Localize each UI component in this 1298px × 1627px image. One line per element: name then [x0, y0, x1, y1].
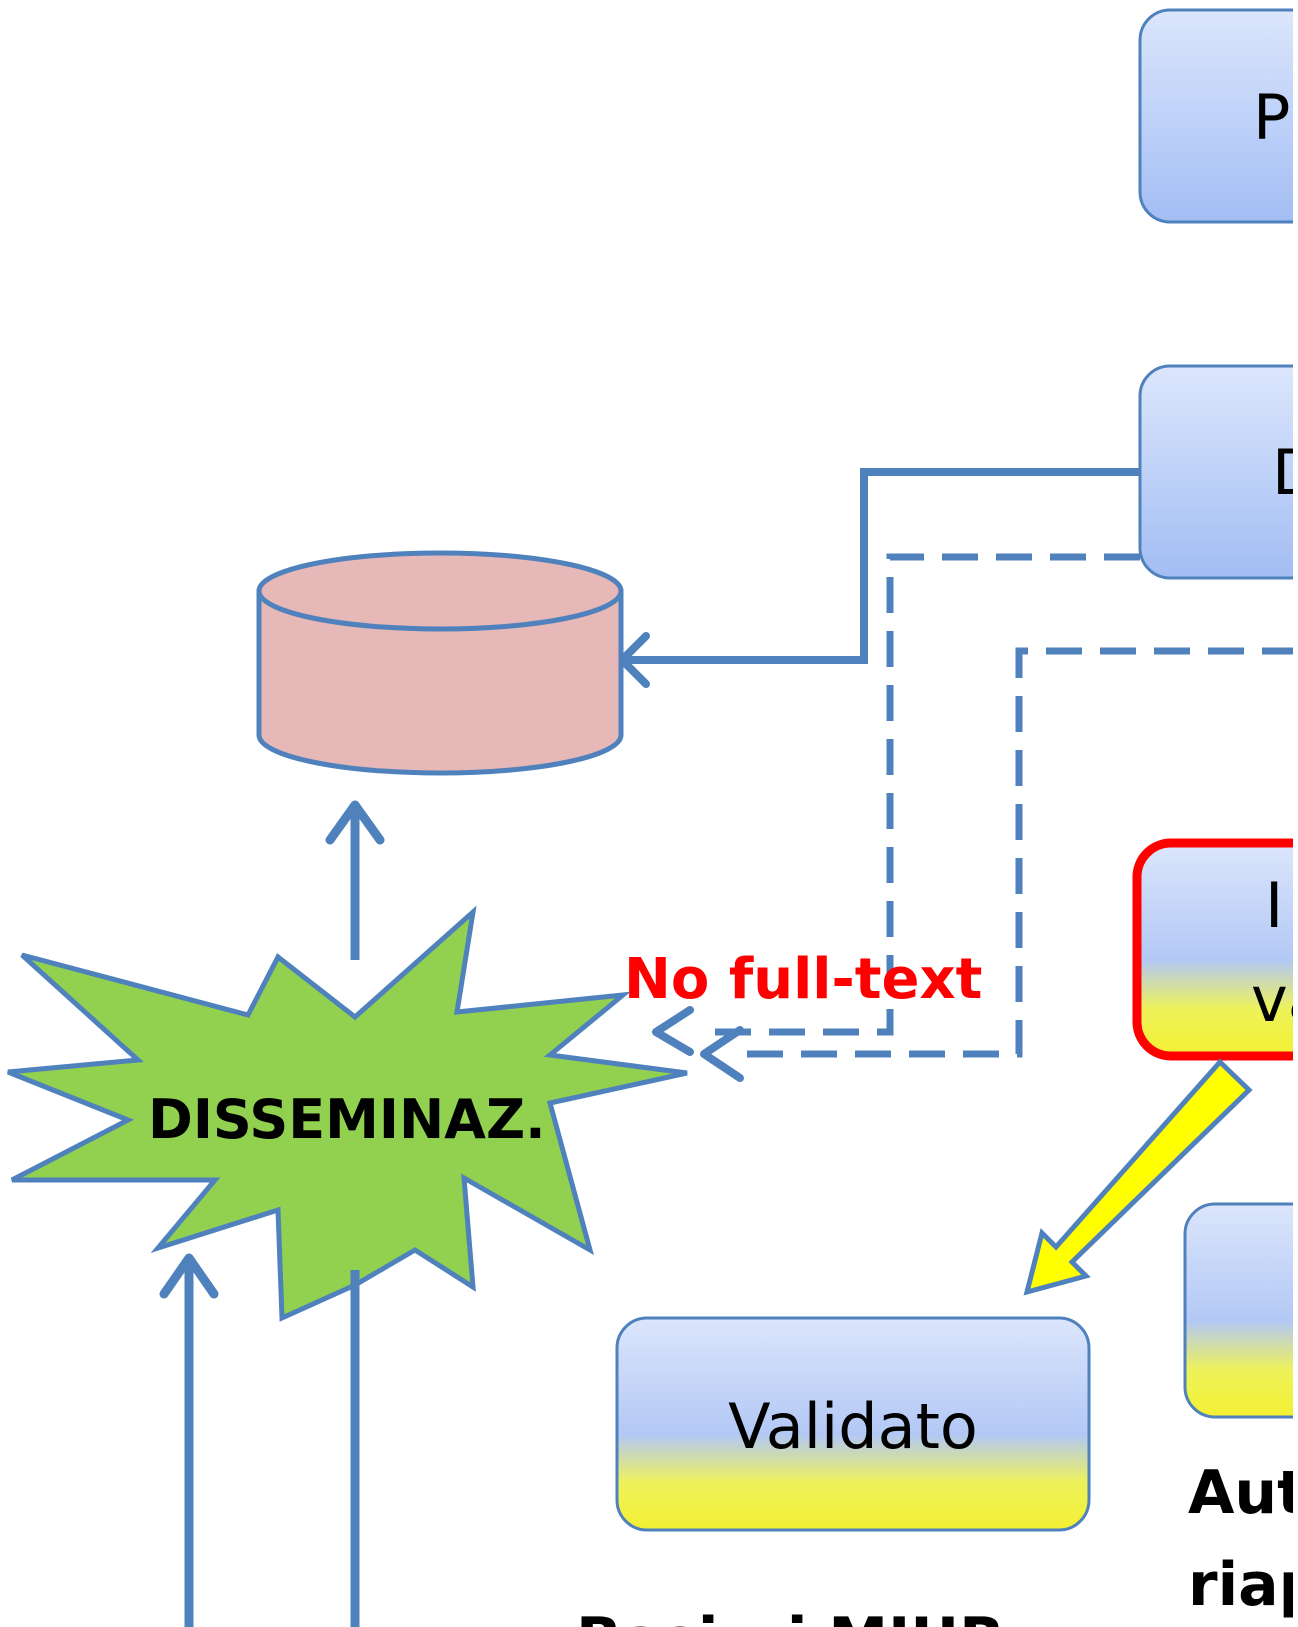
- right-lower-box: I: [1183, 1202, 1298, 1419]
- red-box-line1: I: [1265, 869, 1283, 942]
- dashed-connector-inner: [652, 553, 1140, 1056]
- bottom-up-arrow: [159, 1253, 219, 1627]
- dashed-connector-outer: [700, 647, 1298, 1082]
- right-crop-mask: [1293, 0, 1298, 1627]
- bold-text-line2: riap: [1188, 1550, 1298, 1620]
- database-cylinder: [256, 550, 624, 776]
- yellow-arrow: [1023, 1058, 1253, 1296]
- dissemination-burst: DISSEMINAZ.: [7, 905, 688, 1322]
- validato-box: Validato: [615, 1316, 1091, 1532]
- red-highlight-box: I va: [1132, 838, 1298, 1061]
- bottom-cut-text: Basi...i MIUR: [576, 1605, 1005, 1627]
- top-box-label: P: [1253, 81, 1290, 154]
- burst-label: DISSEMINAZ.: [148, 1088, 546, 1151]
- red-box-line2: va: [1251, 963, 1298, 1036]
- no-fulltext-label: No full-text: [624, 947, 982, 1012]
- arrow-burst-to-db: [325, 800, 385, 960]
- middle-process-box: D: [1138, 364, 1298, 580]
- bold-text-line1: Aut: [1188, 1458, 1298, 1528]
- top-process-box: P: [1138, 8, 1298, 224]
- validato-label: Validato: [728, 1390, 978, 1463]
- bottom-cut-label: Basi...i MIUR: [576, 1605, 1005, 1627]
